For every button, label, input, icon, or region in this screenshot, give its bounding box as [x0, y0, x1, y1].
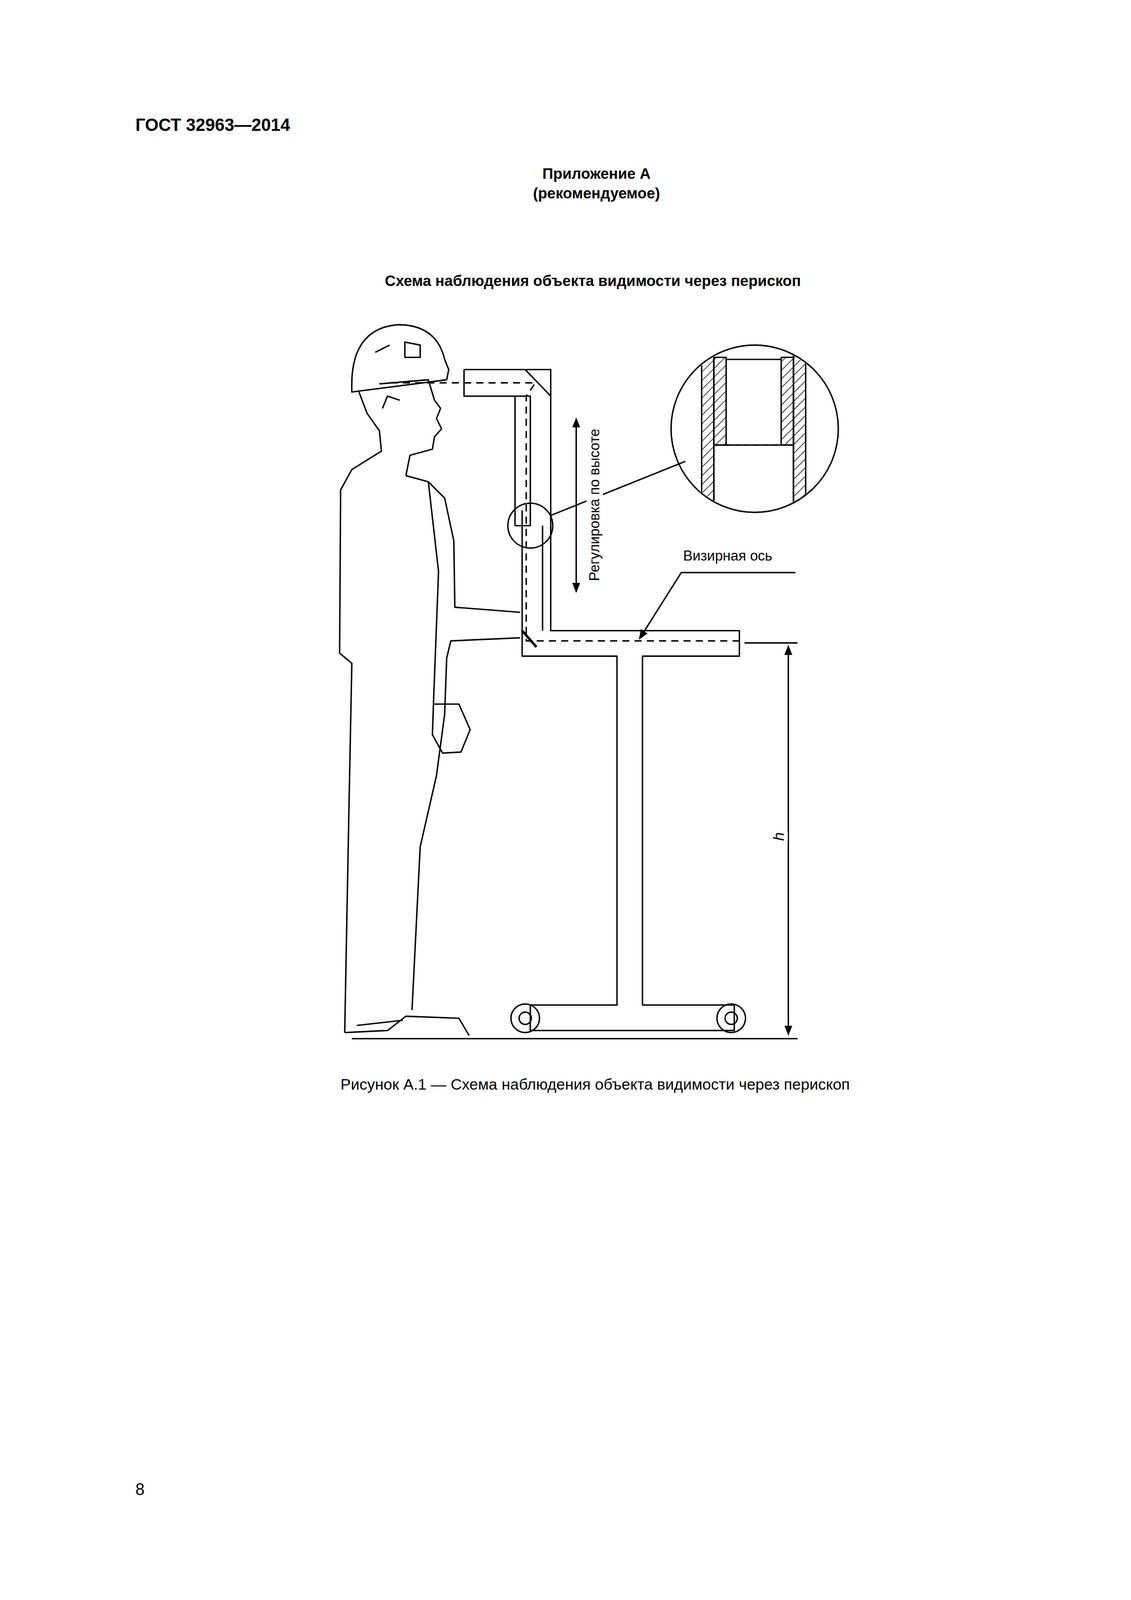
figure-caption: Рисунок А.1 — Схема наблюдения объекта в… — [340, 1075, 851, 1094]
worker-figure — [339, 324, 521, 1036]
sight-axis-label: Визирная ось — [683, 547, 773, 565]
figure-title: Схема наблюдения объекта видимости через… — [384, 272, 801, 290]
page-number: 8 — [135, 1479, 145, 1499]
periscope — [390, 369, 746, 1033]
detail-view — [670, 337, 839, 521]
floor-line — [352, 1037, 798, 1040]
height-adjust-label: Регулировка по высоте — [586, 428, 603, 582]
appendix-heading: Приложение А — [542, 165, 651, 183]
leader-line — [639, 572, 796, 639]
height-arrow — [575, 418, 577, 592]
standard-header: ГОСТ 32963—2014 — [135, 115, 291, 136]
dimension-label: h — [770, 831, 789, 841]
appendix-note: (рекомендуемое) — [533, 184, 661, 203]
